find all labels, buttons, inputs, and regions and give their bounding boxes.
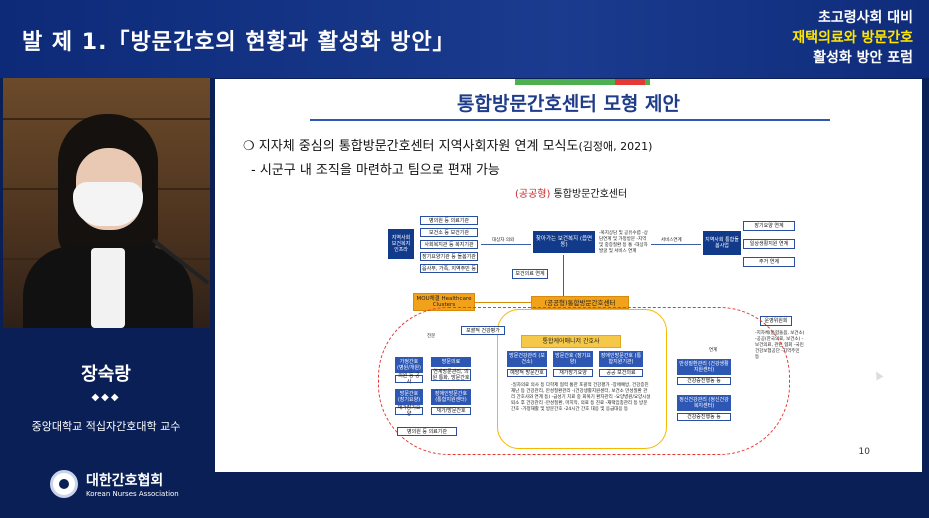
speaker-video [3, 78, 210, 328]
mid-service-sub: 공공 보건의료 [599, 369, 643, 377]
right-service-sub: 건강증진행동 등 [677, 377, 731, 385]
emblem-icon [50, 470, 78, 498]
divider-dots: ◆◆◆ [91, 392, 121, 403]
diagram-title: (공공형) 통합방문간호센터 [515, 189, 628, 200]
diagram-left-item: 병의원 등 의료기관 [420, 216, 478, 225]
specialist-sub: 연계방문관리, 의원 통화, 방문간호 [431, 369, 471, 381]
page-number: 10 [858, 447, 870, 457]
specialist-box: 방문의료 [431, 357, 471, 367]
service-notes: -일차의료 의사 등 다학제 협력 통한 포괄적 건강평가 -장애예방, 건강증… [511, 383, 651, 412]
center-boundary [497, 309, 667, 449]
center-notes: -복지상담 및 공유수렴 -상담연계 및 가정방문 -지역 및 중증질환 등 통… [599, 231, 648, 254]
diagram-right-item: 주거 연계 [743, 257, 795, 267]
bottom-left-box: 병의원 등 의료기관 [397, 427, 457, 436]
speaker-name: 장숙랑 [81, 364, 131, 385]
link-label: 연계 [709, 348, 718, 353]
service-link-label: 서비스연계 [661, 238, 682, 243]
mid-service-box: 장애인방문간호 (통합지원기관) [599, 351, 643, 367]
presentation-title: 발 제 1.「방문간호의 현황과 활성화 방안」 [22, 30, 456, 55]
forum-title: 초고령사회 대비 재택의료와 방문간호 활성화 방안 포럼 [792, 8, 913, 68]
diagram-right-top: 지역사회 통합돌봄사업 [703, 231, 741, 255]
right-service-box: 만성질환관리 (건강생활지원센터) [677, 359, 731, 375]
mid-service-sub: 예방적 방문간호 [507, 369, 547, 377]
arrow-label: 대상자 의뢰 [492, 238, 515, 243]
network-boundary [378, 307, 790, 455]
right-service-box: 정신건강관리 (정신건강복지센터) [677, 395, 731, 411]
left-service-sub: 재가장기요양 [395, 405, 423, 417]
forum-line-1: 초고령사회 대비 [817, 10, 913, 26]
right-service-sub: 건강증진행동 등 [677, 413, 731, 421]
slide-bullet-2: - 시군구 내 조직을 마련하고 팀으로 편재 가능 [251, 163, 500, 178]
forum-line-2: 재택의료와 방문간호 [792, 30, 913, 46]
left-service-box: 방문간호 (장기요양) [395, 389, 423, 405]
specialist-box: 장애인방문간호 (통합지원센터) [431, 389, 471, 405]
diagram-left-item: 보건소 등 보건기관 [420, 228, 478, 237]
left-service-box: 가정간호 (병원/개원) [395, 357, 423, 373]
org-name-en: Korean Nurses Association [86, 490, 179, 498]
mid-service-box: 방문간호 (장기요양) [553, 351, 593, 367]
diagram-left-box: 지역사회 보건복지 인프라 [388, 229, 414, 259]
mid-service-sub: 재가장기요양 [553, 369, 593, 377]
diagram-left-item: 장기요양기관 등 돌봄기관 [420, 252, 478, 261]
health-assessment-box: 포괄적 건강평가 [461, 326, 505, 335]
face-mask [73, 182, 143, 226]
left-service-sub: 의원 등 공사 [395, 373, 423, 385]
slide-title: 통합방문간호센터 모형 제안 [457, 93, 680, 115]
health-link-box: 보건의료 연계 [512, 269, 548, 279]
specialist-sub: 재가/방문간호 [431, 407, 471, 415]
org-name-ko: 대한간호협회 [86, 473, 164, 489]
org-logo: 대한간호협회 Korean Nurses Association [50, 470, 179, 498]
inner-label: 전문 [427, 334, 436, 339]
header-banner: 발 제 1.「방문간호의 현황과 활성화 방안」 초고령사회 대비 재택의료와 … [0, 0, 929, 78]
speaker-affiliation: 중앙대학교 적십자간호대학 교수 [31, 420, 181, 433]
diagram-center-top: 찾아가는 보건복지 (읍면동) [533, 231, 595, 253]
mid-service-box: 방문건강관리 (보건소) [507, 351, 547, 367]
presentation-slide: 통합방문간호센터 모형 제안 ❍ 지자체 중심의 통합방문간호센터 지역사회자원… [215, 79, 922, 472]
diagram-left-item: 읍사무, 가족, 지역주민 등 [420, 264, 478, 273]
diagram-left-item: 사회복지관 등 복지기관 [420, 240, 478, 249]
diagram-center-main: (공공형)통합방문간호센터 [531, 296, 629, 309]
diagram-right-item: 일상생활지원 연계 [743, 239, 795, 249]
care-manager-box: 통합케어매니저 간호사 [521, 335, 621, 348]
slide-bullet-1: ❍ 지자체 중심의 통합방문간호센터 지역사회자원 연계 모식도(김정애, 20… [243, 139, 653, 154]
diagram-right-item: 장기요양 연계 [743, 221, 795, 231]
forum-line-3: 활성화 방안 포럼 [813, 50, 913, 66]
